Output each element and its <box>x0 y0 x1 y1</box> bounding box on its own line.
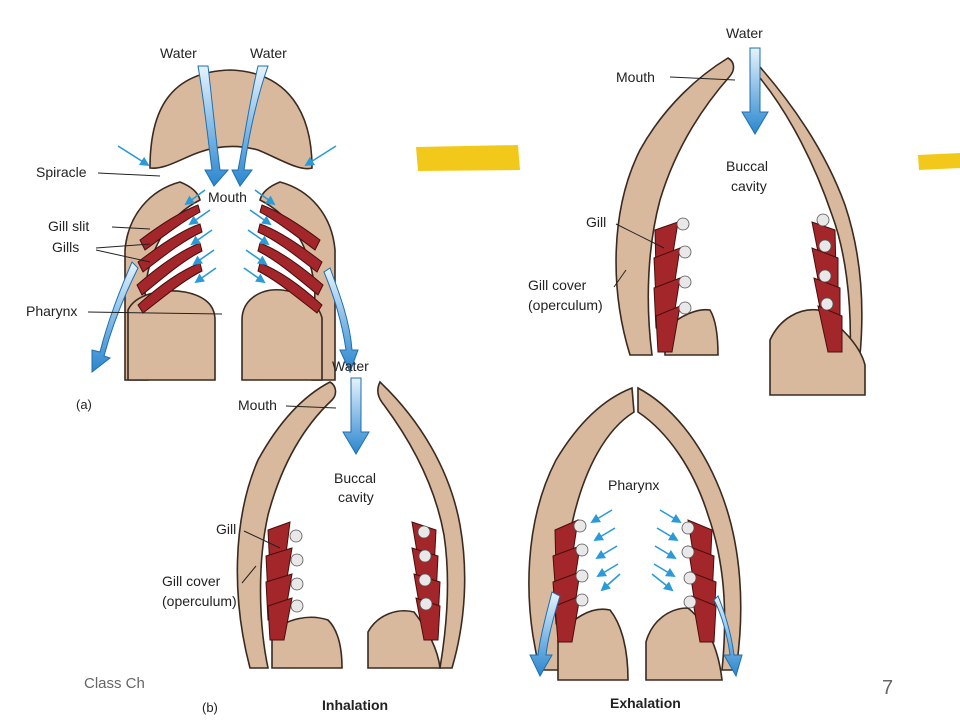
label-spiracle: Spiracle <box>36 164 87 180</box>
shark-left-gills <box>136 204 203 314</box>
shark-water-left-flow <box>197 65 230 187</box>
leader-gills-2 <box>95 249 151 263</box>
label-gill-slit: Gill slit <box>48 218 89 234</box>
tr-left-gills <box>653 217 692 353</box>
highlight-left <box>416 145 520 171</box>
exh-flow-arrows <box>590 509 682 592</box>
inh-right-wall <box>377 380 466 669</box>
inh-right-gills <box>411 521 441 641</box>
label-buccal-b-2: cavity <box>338 489 374 505</box>
shark-exit-right-flow <box>323 267 359 374</box>
label-mouth-tr: Mouth <box>616 69 655 85</box>
label-water-tr: Water <box>726 25 763 41</box>
label-gill-cover-b-1: Gill cover <box>162 573 221 589</box>
label-buccal-tr-1: Buccal <box>726 158 768 174</box>
tr-right-gills <box>811 213 843 353</box>
leader-gill-slit <box>111 226 151 230</box>
shark-water-right-flow <box>231 65 269 187</box>
exh-exit-left-flow <box>529 591 561 678</box>
label-pharynx-a: Pharynx <box>26 303 77 319</box>
leader-pharynx-a <box>87 311 223 315</box>
footer-class-text: Class Ch <box>84 675 145 692</box>
shark-right-gills <box>257 204 324 314</box>
caption-b: (b) <box>202 700 218 715</box>
shark-lower-right <box>241 289 323 381</box>
label-gill-cover-tr-1: Gill cover <box>528 277 587 293</box>
label-buccal-tr-2: cavity <box>731 178 767 194</box>
leader-mouth-b <box>285 405 337 409</box>
tr-right-wall <box>750 56 863 356</box>
leader-gill-b <box>243 530 281 549</box>
label-water-left: Water <box>160 45 197 61</box>
panel-top-right-fish: Water Mouth Buccal cavity Gill Gill cove… <box>528 25 866 396</box>
shark-exit-left-flow <box>91 261 139 374</box>
label-water-right: Water <box>250 45 287 61</box>
tr-left-wall <box>615 57 735 356</box>
label-gills: Gills <box>52 239 79 255</box>
highlight-right <box>918 153 960 170</box>
panel-b-inhalation: Water Mouth Buccal cavity Gill Gill cove… <box>162 358 466 715</box>
label-gill-cover-tr-2: (operculum) <box>528 297 603 313</box>
label-water-b: Water <box>332 358 369 374</box>
label-gill-tr: Gill <box>586 214 606 230</box>
leader-gill-cover-b <box>241 565 257 584</box>
label-gill-cover-b-2: (operculum) <box>162 593 237 609</box>
tr-water-flow <box>741 47 769 135</box>
inh-left-wall <box>236 381 337 669</box>
page-number: 7 <box>882 677 893 699</box>
shark-snout <box>149 69 313 170</box>
leader-spiracle <box>97 172 161 177</box>
exh-right-gills <box>681 519 717 643</box>
shark-flow-arrows <box>117 145 337 284</box>
inh-left-gills <box>265 521 304 641</box>
panel-a-shark: Water Water Spiracle Mouth Gill slit Gil… <box>26 45 359 412</box>
label-mouth-b: Mouth <box>238 397 277 413</box>
label-exhalation: Exhalation <box>610 695 681 711</box>
label-inhalation: Inhalation <box>322 697 388 713</box>
label-buccal-b-1: Buccal <box>334 470 376 486</box>
exh-exit-right-flow <box>713 595 743 678</box>
leader-mouth-tr <box>669 76 736 81</box>
leader-gills-1 <box>95 243 151 249</box>
label-gill-b: Gill <box>216 521 236 537</box>
label-pharynx-exh: Pharynx <box>608 477 659 493</box>
label-mouth-a: Mouth <box>208 189 247 205</box>
highlight-marks <box>416 145 960 171</box>
leader-gill-cover-tr <box>613 269 627 288</box>
leader-gill-tr <box>615 223 665 249</box>
exh-left-gills <box>552 519 589 643</box>
panel-exhalation: Pharynx Exhalation <box>528 386 743 711</box>
caption-a: (a) <box>76 397 92 412</box>
inh-water-flow <box>342 377 370 455</box>
